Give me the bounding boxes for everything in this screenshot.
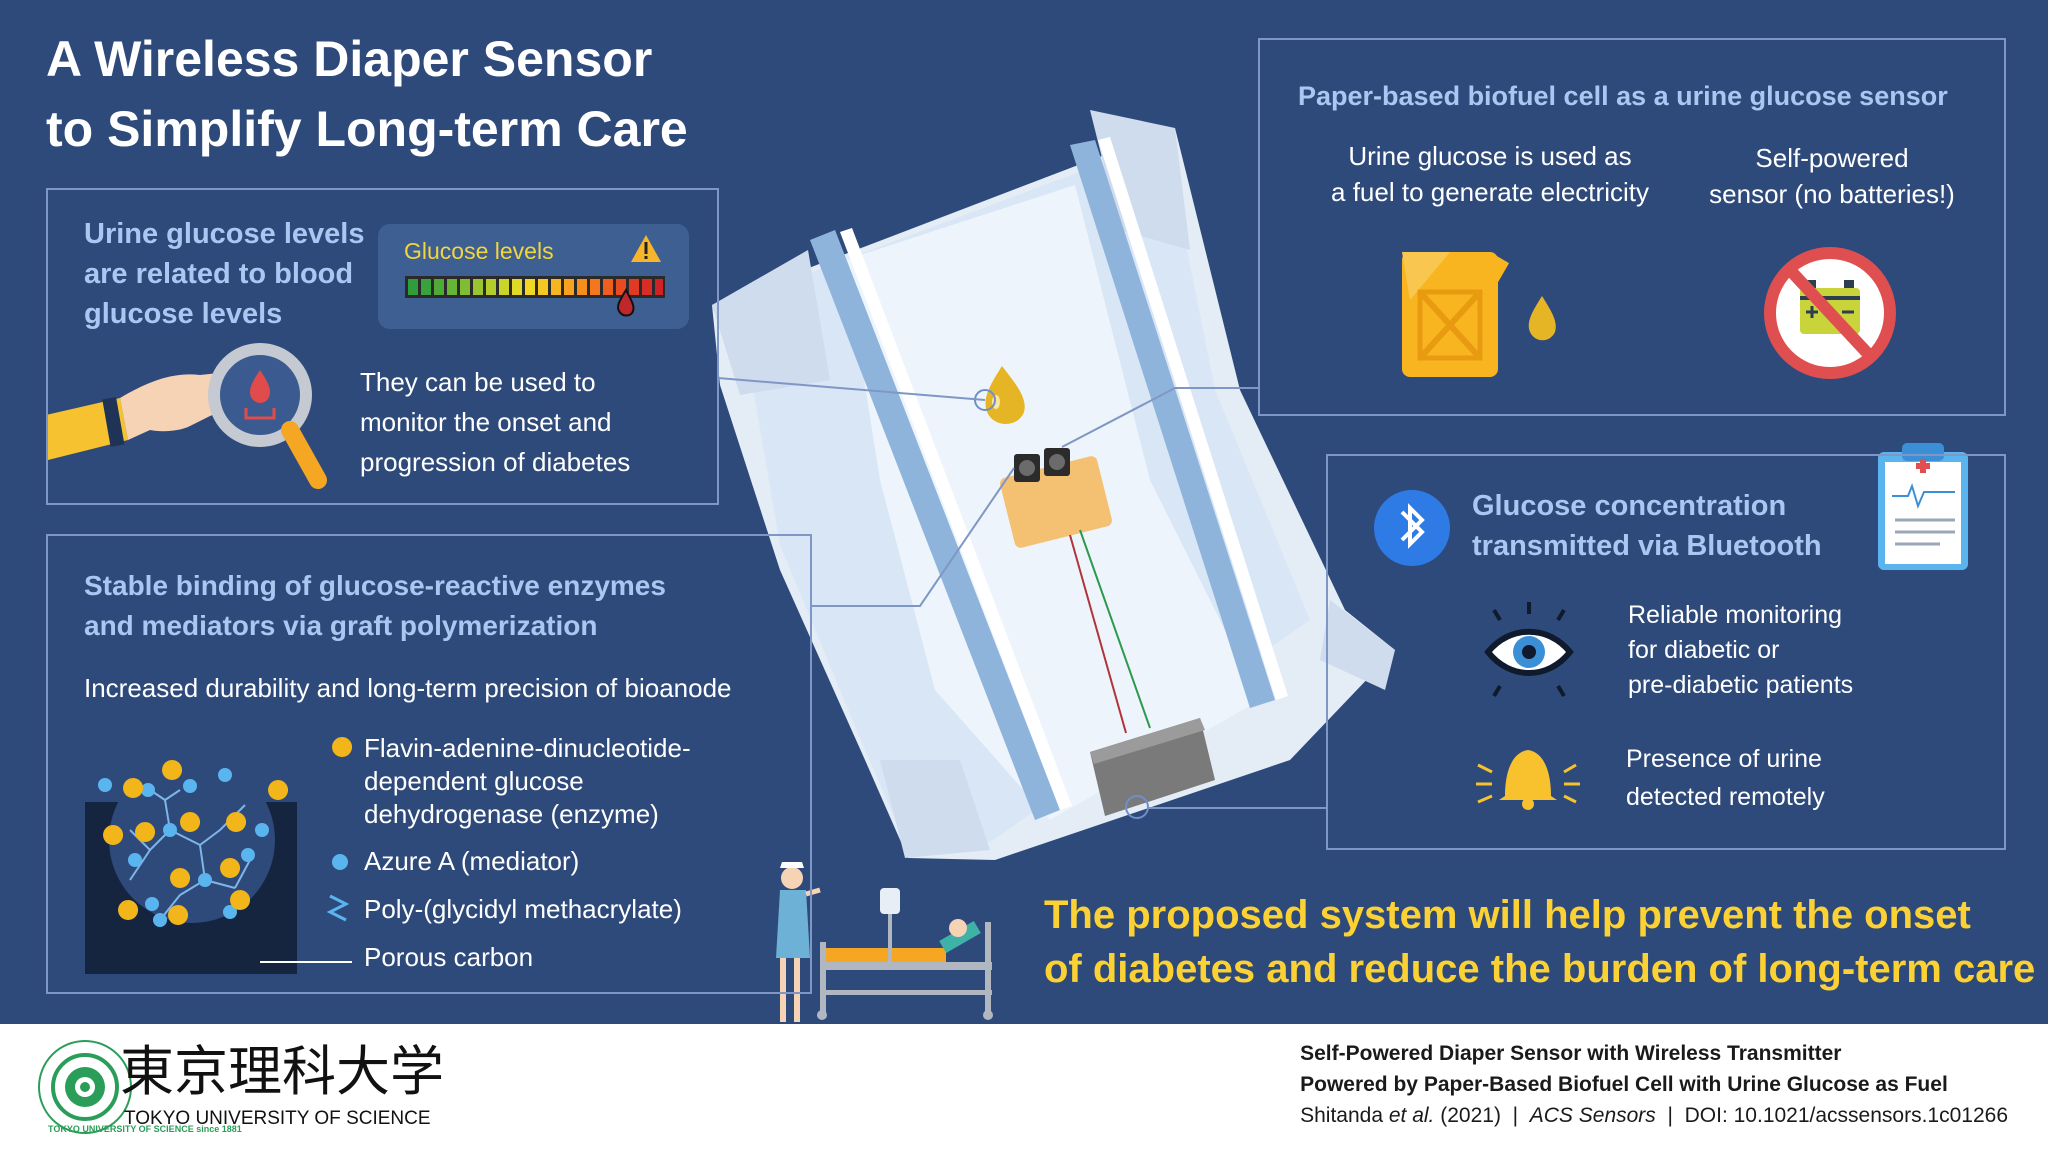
panel-heading: Paper-based biofuel cell as a urine gluc… [1298, 81, 1948, 111]
battery-caption: Self-powered sensor (no batteries!) [1680, 140, 1984, 212]
citation-title-line: Self-Powered Diaper Sensor with Wireless… [1300, 1042, 1842, 1065]
panel-body: They can be used to monitor the onset an… [360, 362, 630, 482]
citation-authors: Shitanda [1300, 1104, 1384, 1127]
citation-etal: et al. [1388, 1104, 1435, 1127]
university-name-jp: 東京理科大学 [120, 1040, 444, 1103]
callout-line: The proposed system will help prevent th… [1044, 893, 1971, 937]
fuel-can-icon [1402, 252, 1510, 377]
caption-line: a fuel to generate electricity [1331, 177, 1649, 207]
panel-heading-line: Glucose concentration [1472, 490, 1787, 522]
panel-biofuel-cell: Paper-based biofuel cell as a urine gluc… [1258, 38, 2006, 416]
legend-line: Flavin-adenine-dinucleotide- [364, 733, 691, 763]
citation-journal: ACS Sensors [1529, 1104, 1656, 1127]
panel-body-line: progression of diabetes [360, 447, 631, 477]
panel-heading-line: are related to blood [84, 258, 354, 290]
conclusion-callout: The proposed system will help prevent th… [1044, 888, 2035, 996]
hospital-bed-icon [817, 888, 993, 1020]
panel-heading: Glucose concentration transmitted via Bl… [1472, 486, 1822, 566]
footer: TOKYO UNIVERSITY OF SCIENCE since 1881 東… [0, 1024, 2048, 1152]
fuel-caption: Urine glucose is used as a fuel to gener… [1300, 138, 1680, 210]
legend-line: dependent glucose [364, 766, 584, 796]
page-title-line: to Simplify Long-term Care [46, 101, 688, 157]
caption-line: Urine glucose is used as [1348, 141, 1632, 171]
no-battery-icon [1764, 247, 1896, 379]
page-title-line: A Wireless Diaper Sensor [46, 31, 653, 87]
text-line: for diabetic or [1628, 636, 1780, 664]
page-title: A Wireless Diaper Sensor to Simplify Lon… [46, 24, 688, 164]
text-line: pre-diabetic patients [1628, 671, 1854, 699]
bioanode-diagram [85, 757, 297, 974]
citation: Self-Powered Diaper Sensor with Wireless… [1300, 1038, 2008, 1131]
citation-year: (2021) [1440, 1104, 1501, 1127]
caption-line: sensor (no batteries!) [1709, 179, 1955, 209]
citation-separator: | [1667, 1104, 1673, 1127]
panel-heading-line: transmitted via Bluetooth [1472, 530, 1822, 562]
text-line: Presence of urine [1626, 745, 1822, 773]
text-line: Reliable monitoring [1628, 601, 1843, 629]
panel-heading-line: and mediators via graft polymerization [84, 610, 598, 641]
monitoring-text: Reliable monitoring for diabetic or pre-… [1628, 598, 1853, 703]
citation-reference: Shitanda et al. (2021) | ACS Sensors | D… [1300, 1100, 2008, 1131]
legend-enzyme: Flavin-adenine-dinucleotide- dependent g… [364, 732, 691, 831]
panel-heading-line: Urine glucose levels [84, 218, 365, 250]
panel-heading-line: Stable binding of glucose-reactive enzym… [84, 570, 666, 601]
glucose-gradient-bar [405, 276, 665, 298]
panel-enzyme-binding: Stable binding of glucose-reactive enzym… [46, 534, 812, 994]
legend-carbon: Porous carbon [364, 942, 534, 972]
panel-heading: Stable binding of glucose-reactive enzym… [84, 566, 666, 646]
panel-heading: Urine glucose levels are related to bloo… [84, 214, 364, 334]
callout-line: of diabetes and reduce the burden of lon… [1044, 947, 2036, 991]
seal-text: TOKYO UNIVERSITY OF SCIENCE since 1881 [48, 1124, 242, 1134]
glucose-meter-label: Glucose levels [404, 238, 554, 264]
warning-icon [631, 235, 661, 262]
diaper-icon [712, 110, 1395, 860]
nurse-icon [776, 862, 821, 1022]
citation-separator: | [1512, 1104, 1519, 1127]
university-name-en: TOKYO UNIVERSITY OF SCIENCE [124, 1108, 431, 1129]
legend-polymer: Poly-(glycidyl methacrylate) [364, 894, 682, 924]
alert-text: Presence of urine detected remotely [1626, 740, 1825, 816]
mediator-legend-icon [332, 854, 348, 870]
legend-line: dehydrogenase (enzyme) [364, 799, 659, 829]
panel-subtitle: Increased durability and long-term preci… [84, 673, 732, 703]
panel-body-line: They can be used to [360, 367, 596, 397]
university-seal-icon [38, 1040, 132, 1134]
hand-magnifier-icon [46, 343, 327, 489]
citation-title-line: Powered by Paper-Based Biofuel Cell with… [1300, 1073, 1948, 1096]
enzyme-legend-icon [332, 737, 353, 757]
transmitter-icon [1000, 448, 1112, 548]
biofuel-cell-icon [1090, 718, 1215, 816]
panel-heading-line: glucose levels [84, 298, 283, 330]
panel-bluetooth: Glucose concentration transmitted via Bl… [1326, 454, 2006, 850]
clipboard-icon [1878, 443, 1968, 570]
citation-doi[interactable]: DOI: 10.1021/acssensors.1c01266 [1684, 1104, 2008, 1127]
bluetooth-icon [1374, 490, 1450, 566]
eye-icon [1484, 602, 1574, 698]
fuel-drop-icon [1528, 296, 1556, 341]
polymer-legend-icon [326, 894, 350, 922]
caption-line: Self-powered [1755, 143, 1909, 173]
panel-urine-glucose: Urine glucose levels are related to bloo… [46, 188, 719, 505]
bell-icon [1476, 750, 1580, 810]
legend-mediator: Azure A (mediator) [364, 846, 580, 876]
panel-body-line: monitor the onset and [360, 407, 612, 437]
text-line: detected remotely [1626, 783, 1825, 811]
